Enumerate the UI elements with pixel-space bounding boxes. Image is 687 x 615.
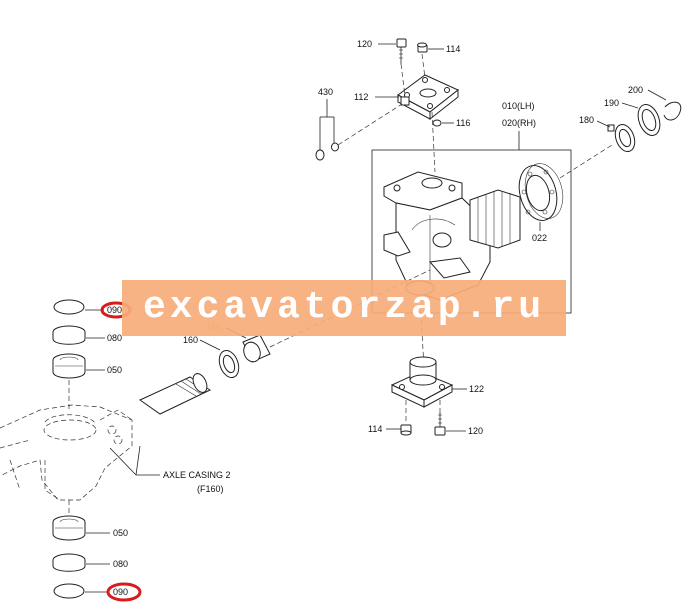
- washer-180: [607, 123, 636, 153]
- bushing-150: [242, 334, 271, 363]
- bolt-120-top: [396, 38, 407, 64]
- label-430: 430: [318, 87, 333, 97]
- steering-knuckle: [383, 171, 521, 301]
- label-050-top: 050: [107, 365, 122, 375]
- leader-190: [621, 102, 639, 109]
- grease-fittings-430: [315, 142, 339, 161]
- label-090-top: 090: [107, 305, 122, 315]
- axis-bolt-120: [400, 63, 406, 97]
- label-116: 116: [456, 118, 470, 128]
- leader-200: [647, 89, 667, 101]
- leader-160: [199, 339, 221, 351]
- bearing-050-top: [52, 353, 86, 379]
- bracket-430: [319, 99, 335, 150]
- label-200: 200: [628, 85, 643, 95]
- label-axle-casing-sub: (F160): [197, 484, 224, 494]
- label-080-bottom: 080: [113, 559, 128, 569]
- watermark-band: [122, 280, 566, 336]
- o-ring-090-top: [53, 299, 85, 315]
- leader-180: [596, 120, 611, 128]
- nut-114-bottom: [400, 424, 412, 436]
- axis-kingpin-top: [431, 111, 436, 173]
- highlight-090-bottom: [106, 582, 142, 602]
- axis-spindle: [559, 144, 613, 179]
- label-axle-casing: AXLE CASING 2: [163, 470, 231, 480]
- gear-ring-022: [518, 163, 564, 221]
- label-122: 122: [469, 384, 484, 394]
- axis-nut-114: [421, 53, 426, 79]
- label-120-bottom: 120: [468, 426, 483, 436]
- bolt-120-bottom: [434, 412, 446, 436]
- label-022: 022: [532, 233, 547, 243]
- spacer-080-bottom: [52, 553, 86, 572]
- seal-160: [218, 349, 240, 379]
- spacer-080-top: [52, 325, 86, 345]
- watermark-text: excavatorzap.ru: [142, 286, 546, 329]
- label-180: 180: [579, 115, 594, 125]
- label-090-bottom: 090: [113, 587, 128, 597]
- lower-plate-122: [390, 356, 454, 408]
- shim-190: [637, 104, 661, 136]
- label-010: 010(LH): [502, 101, 535, 111]
- nut-114-top: [417, 42, 428, 53]
- label-114-bottom: 114: [368, 424, 382, 434]
- label-114-top: 114: [446, 44, 460, 54]
- bearing-050-bottom: [52, 515, 86, 541]
- bracket-axle-casing: [109, 445, 160, 476]
- label-190: 190: [604, 98, 619, 108]
- o-ring-090-bottom: [53, 583, 85, 599]
- cover-plate-112: [397, 74, 459, 121]
- label-112: 112: [354, 92, 368, 102]
- o-ring-116: [432, 119, 442, 127]
- label-080-top: 080: [107, 333, 122, 343]
- snap-ring-200: [663, 101, 682, 121]
- label-160: 160: [183, 335, 198, 345]
- label-020: 020(RH): [502, 118, 536, 128]
- label-050-bottom: 050: [113, 528, 128, 538]
- axis-430: [337, 103, 403, 146]
- label-120-top: 120: [357, 39, 372, 49]
- axle-casing: [0, 373, 212, 501]
